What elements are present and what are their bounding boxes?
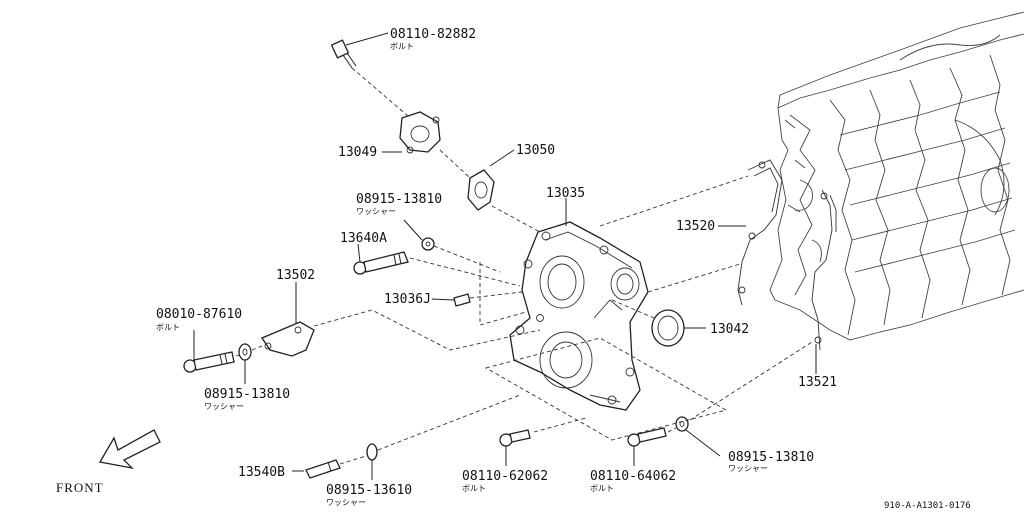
water-outlet-13049 — [399, 111, 441, 154]
washer-08915-13810-c — [675, 416, 689, 432]
front-arrow-icon — [98, 429, 161, 470]
part-label-08915-13810-b: 08915-13810 — [204, 387, 290, 402]
bolt-08010-87610 — [183, 351, 235, 373]
part-sublabel-08010-87610: ボルト — [156, 323, 180, 332]
part-label-08110-64062: 08110-64062 — [590, 469, 676, 484]
part-label-13035: 13035 — [546, 186, 585, 201]
bolt-08110-82882 — [330, 39, 357, 69]
timing-cover-13035 — [509, 221, 649, 411]
gasket-13050 — [467, 169, 495, 211]
oil-seal-13042 — [651, 309, 685, 347]
part-label-13521: 13521 — [798, 375, 837, 390]
stud-13640A — [353, 251, 409, 275]
reference-code: 910-A-A1301-0176 — [884, 501, 971, 511]
gasket-13520 — [737, 159, 783, 306]
part-label-08010-87610: 08010-87610 — [156, 307, 242, 322]
bolt-08110-62062 — [499, 429, 531, 447]
bracket-13502 — [261, 321, 315, 357]
part-label-13036J: 13036J — [384, 292, 431, 307]
part-labels: 08110-82882 ボルト 13049 13050 08915-13810 … — [56, 27, 971, 511]
part-label-13640A: 13640A — [340, 231, 387, 246]
part-label-08110-82882: 08110-82882 — [390, 27, 476, 42]
washer-08915-13610 — [366, 443, 378, 461]
part-label-13042: 13042 — [710, 322, 749, 337]
part-label-13050: 13050 — [516, 143, 555, 158]
part-label-08915-13810-c: 08915-13810 — [728, 450, 814, 465]
assembly-lines — [235, 67, 813, 465]
part-sublabel-08915-13610: ワッシャー — [326, 498, 366, 507]
part-sublabel-08110-62062: ボルト — [462, 484, 486, 493]
part-sublabel-08915-13810-c: ワッシャー — [728, 464, 768, 473]
leader-lines — [193, 32, 817, 480]
part-label-08915-13810-a: 08915-13810 — [356, 192, 442, 207]
part-label-13540B: 13540B — [238, 465, 285, 480]
part-label-13520: 13520 — [676, 219, 715, 234]
part-sublabel-08915-13810-a: ワッシャー — [356, 207, 396, 216]
part-sublabel-08110-82882: ボルト — [390, 42, 414, 51]
part-label-08915-13610: 08915-13610 — [326, 483, 412, 498]
part-label-08110-62062: 08110-62062 — [462, 469, 548, 484]
dowel-13036J — [453, 293, 471, 307]
washer-08915-13810-a — [421, 237, 435, 251]
part-label-13049: 13049 — [338, 145, 377, 160]
stud-13540B — [305, 459, 341, 479]
washer-08915-13810-b — [238, 343, 252, 361]
front-label: FRONT — [56, 480, 104, 495]
engine-block — [769, 11, 1024, 341]
part-label-13502: 13502 — [276, 268, 315, 283]
part-sublabel-08915-13810-b: ワッシャー — [204, 402, 244, 411]
gasket-13521 — [811, 189, 837, 351]
part-sublabel-08110-64062: ボルト — [590, 484, 614, 493]
